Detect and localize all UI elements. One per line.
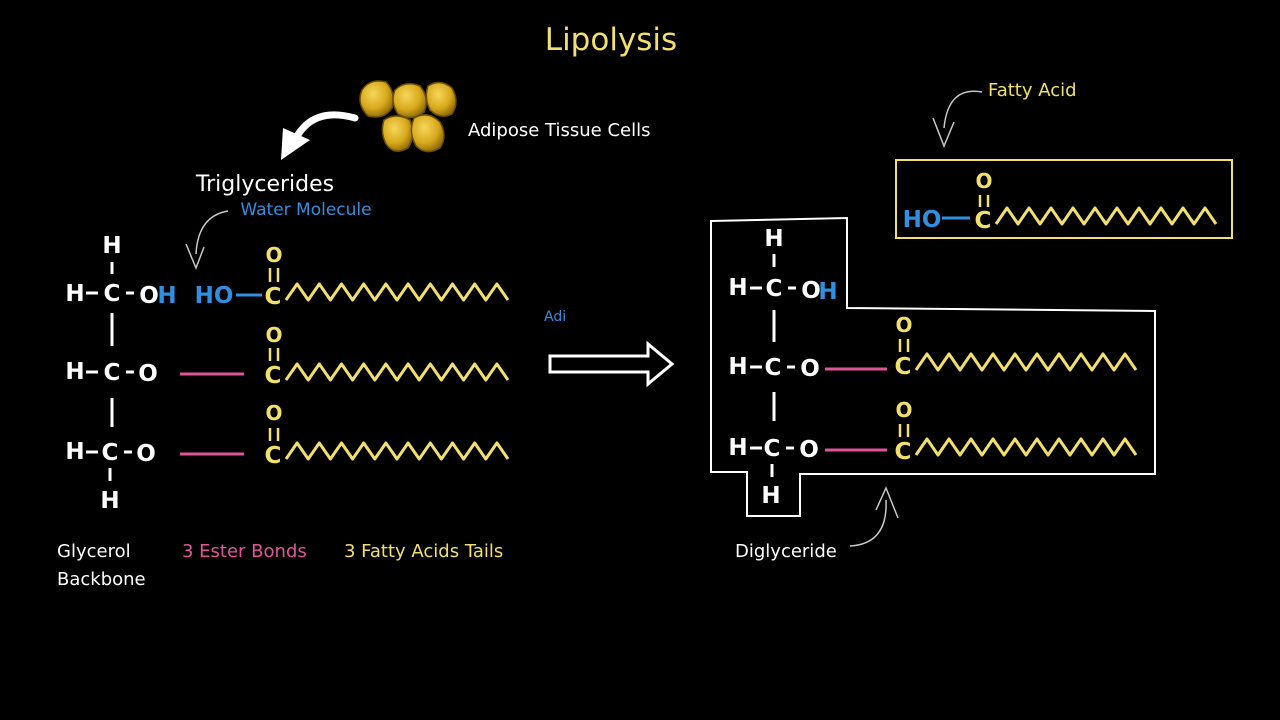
fatty-acid-box [895, 159, 1233, 239]
atom-h-water: H [157, 283, 176, 309]
reaction-arrow [548, 340, 675, 388]
adipose-tissue-cells-label: Adipose Tissue Cells [468, 120, 650, 141]
atom-c: C [104, 360, 121, 386]
fatty-acid-tails-label: 3 Fatty Acids Tails [344, 541, 503, 562]
atom-h: H [728, 275, 747, 301]
atom-h: H [65, 359, 84, 385]
atom-c-carbonyl: C [265, 443, 282, 469]
fatty-acid-label: Fatty Acid [988, 80, 1077, 101]
fatty-acid-tail [284, 282, 510, 302]
fatty-acid-tail [994, 206, 1218, 226]
triglyceride-structure: H H C O H H C O H C O H HO O C [65, 233, 510, 514]
atom-h: H [728, 354, 747, 380]
atom-h-bottom: H [761, 483, 780, 509]
fatty-acid-tail [914, 437, 1138, 457]
diagram-title: Lipolysis [545, 22, 677, 58]
overlay-text: Adi [544, 309, 566, 325]
overlay-text-clip: Adi [544, 309, 566, 325]
atom-o: O [138, 361, 158, 387]
atom-c: C [102, 440, 119, 466]
atom-o-carbonyl: O [975, 169, 992, 193]
glycerol-backbone-label: Glycerol [57, 541, 131, 562]
atom-h-bottom: H [100, 488, 119, 514]
atom-o: O [799, 437, 819, 463]
fatty-acid-tail [914, 352, 1138, 372]
fatty-acid-tail [284, 362, 510, 382]
atom-h-top: H [764, 226, 783, 252]
atom-h-water: H [818, 279, 837, 305]
adipose-cells-icon [359, 80, 457, 153]
atom-o: O [139, 283, 159, 309]
diglyceride-label: Diglyceride [735, 541, 837, 562]
atom-c: C [104, 281, 121, 307]
atom-c: C [764, 436, 781, 462]
atom-o-carbonyl: O [895, 398, 912, 422]
atom-o: O [136, 441, 156, 467]
atom-c: C [765, 355, 782, 381]
diglyceride-outline [710, 216, 1156, 517]
atom-c: C [766, 276, 783, 302]
atom-c-carbonyl: C [895, 439, 912, 465]
atom-o-carbonyl: O [265, 401, 282, 425]
atom-c-carbonyl: C [975, 208, 992, 234]
diglyceride-pointer-arrow [849, 486, 899, 547]
free-fatty-acid: HO O C [903, 169, 1218, 234]
glycerol-backbone-label-line2: Backbone [57, 569, 146, 590]
atom-o: O [800, 356, 820, 382]
atom-o: O [801, 278, 821, 304]
water-ho: HO [195, 283, 234, 309]
atom-h-top: H [102, 233, 121, 259]
atom-o-carbonyl: O [265, 243, 282, 267]
atom-o-carbonyl: O [895, 313, 912, 337]
atom-h: H [728, 435, 747, 461]
water-pointer-arrow [185, 210, 229, 271]
atom-h: H [65, 439, 84, 465]
triglycerides-label: Triglycerides [195, 172, 334, 197]
atom-o-carbonyl: O [265, 323, 282, 347]
fatty-acid-pointer-arrow [932, 90, 983, 148]
atom-c-carbonyl: C [895, 354, 912, 380]
fatty-acid-ho: HO [903, 207, 942, 233]
ester-bonds-label: 3 Ester Bonds [182, 541, 307, 562]
curved-arrow-to-triglycerides [281, 111, 359, 160]
atom-c-carbonyl: C [265, 363, 282, 389]
fatty-acid-tail [284, 441, 510, 461]
diglyceride-structure: H H C O H H C O H C O H O C O C [728, 226, 1138, 509]
atom-c-carbonyl: C [265, 284, 282, 310]
water-molecule-label: Water Molecule [240, 200, 371, 220]
atom-h: H [65, 281, 84, 307]
